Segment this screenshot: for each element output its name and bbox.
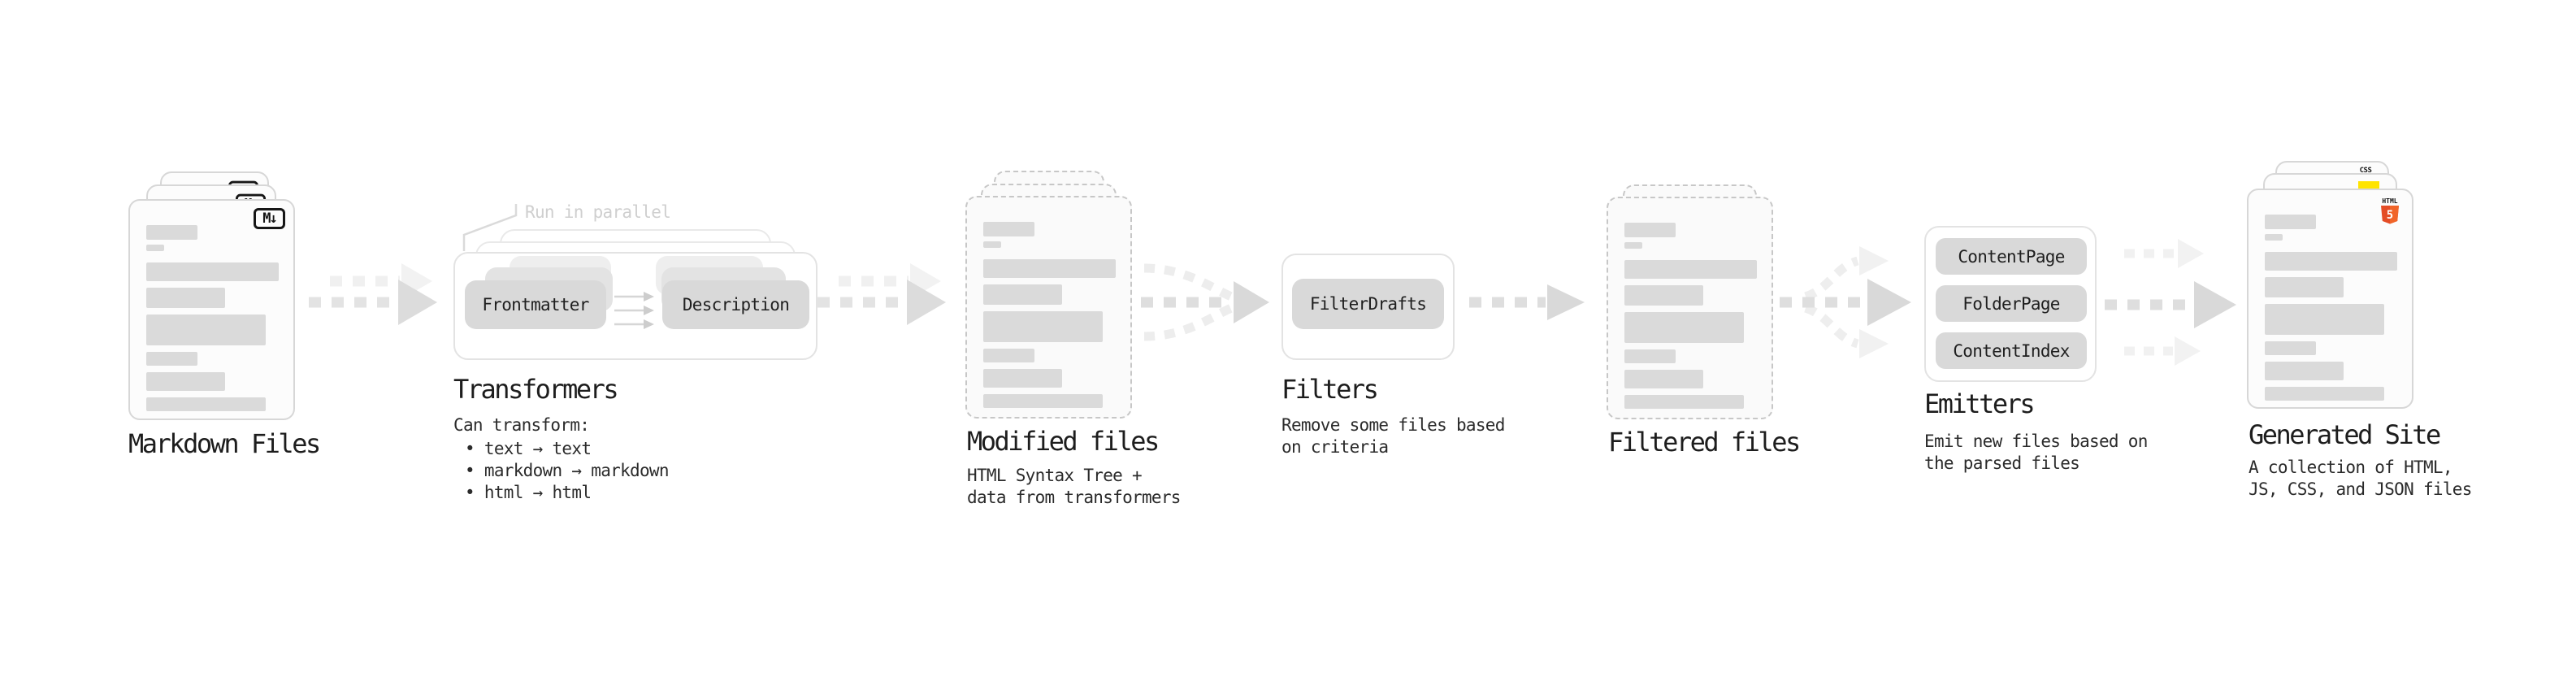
placeholder-text-bars bbox=[1624, 223, 1757, 409]
generated-site-node: CSS HTML 5 Generated Site A collection o… bbox=[2247, 161, 2472, 510]
modified-files-node: Modified files HTML Syntax Tree + data f… bbox=[965, 171, 1181, 512]
placeholder-text-bars bbox=[146, 225, 279, 411]
placeholder-bar bbox=[1624, 312, 1744, 343]
bullet-item: • text → text bbox=[465, 439, 592, 458]
placeholder-bar bbox=[2265, 252, 2397, 271]
placeholder-bar bbox=[146, 262, 279, 281]
placeholder-bar bbox=[983, 349, 1034, 362]
node-description: data from transformers bbox=[967, 488, 1181, 507]
placeholder-bar bbox=[146, 352, 197, 366]
document-card-front bbox=[1607, 197, 1773, 419]
node-description: Emit new files based on bbox=[1924, 432, 2148, 451]
placeholder-bar bbox=[146, 397, 266, 411]
arrow-modified-to-filters bbox=[1141, 263, 1269, 341]
run-in-parallel-note: Run in parallel bbox=[525, 202, 671, 222]
html5-icon: HTML 5 bbox=[2381, 197, 2399, 224]
svg-text:HTML: HTML bbox=[2382, 197, 2397, 205]
bullet-item: • html → html bbox=[465, 483, 592, 502]
placeholder-bar bbox=[983, 311, 1103, 342]
transformers-node: Run in parallel Frontmatter Description … bbox=[453, 201, 827, 510]
placeholder-bar bbox=[146, 288, 225, 308]
placeholder-text-bars bbox=[983, 222, 1116, 408]
node-description: JS, CSS, and JSON files bbox=[2249, 479, 2472, 499]
placeholder-bar bbox=[2265, 341, 2316, 355]
document-card-front bbox=[965, 196, 1132, 419]
node-description: Remove some files based bbox=[1281, 415, 1505, 435]
document-card-front-html: HTML 5 bbox=[2247, 189, 2413, 409]
placeholder-bar bbox=[1624, 285, 1703, 306]
placeholder-bar bbox=[2265, 362, 2344, 380]
filtered-files-node: Filtered files bbox=[1607, 184, 1802, 510]
placeholder-bar bbox=[983, 222, 1034, 236]
emitters-box: ContentPage FolderPage ContentIndex bbox=[1924, 226, 2097, 382]
placeholder-bar bbox=[1624, 349, 1676, 363]
emitter-pill-folderpage: FolderPage bbox=[1936, 285, 2087, 322]
svg-text:5: 5 bbox=[2387, 209, 2393, 222]
placeholder-bar bbox=[1624, 370, 1703, 388]
node-label: Markdown Files bbox=[128, 428, 321, 459]
node-description: HTML Syntax Tree + bbox=[967, 466, 1143, 485]
placeholder-bar bbox=[983, 394, 1103, 408]
markdown-files-node: M↓ M↓ M↓ Markdown Files bbox=[128, 171, 323, 513]
node-label: Modified files bbox=[967, 426, 1160, 457]
node-label: Emitters bbox=[1924, 388, 2036, 419]
placeholder-bar bbox=[2265, 387, 2384, 401]
node-description-title: Can transform: bbox=[453, 415, 590, 435]
emitter-pill-contentpage: ContentPage bbox=[1936, 238, 2087, 275]
filters-node: FilterDrafts Filters Remove some files b… bbox=[1281, 254, 1505, 481]
placeholder-bar bbox=[983, 284, 1062, 305]
arrow-filters-to-filtered bbox=[1469, 284, 1585, 320]
placeholder-bar bbox=[2265, 234, 2283, 241]
placeholder-bar bbox=[2265, 215, 2316, 229]
transformer-pill-frontmatter: Frontmatter bbox=[465, 280, 606, 329]
transformer-pill-description: Description bbox=[662, 280, 809, 329]
placeholder-bar bbox=[146, 372, 225, 391]
placeholder-bar bbox=[2265, 304, 2384, 335]
bullet-item: • markdown → markdown bbox=[465, 461, 670, 480]
node-label: Transformers bbox=[453, 374, 619, 405]
node-description: A collection of HTML, bbox=[2249, 458, 2453, 477]
placeholder-bar bbox=[983, 241, 1001, 248]
placeholder-bar bbox=[1624, 260, 1757, 279]
arrow-filtered-to-emitters bbox=[1780, 246, 1911, 358]
markdown-icon: M↓ bbox=[254, 208, 285, 229]
node-description: on criteria bbox=[1281, 437, 1389, 457]
arrow-transformers-to-modified bbox=[817, 263, 946, 325]
placeholder-bar bbox=[146, 225, 197, 240]
arrow-emitters-to-site bbox=[2105, 239, 2236, 366]
placeholder-bar bbox=[983, 369, 1062, 388]
parallel-transform-arrows bbox=[614, 292, 654, 329]
run-in-parallel-connector bbox=[462, 204, 518, 251]
placeholder-bar bbox=[1624, 223, 1676, 237]
arrow-markdown-to-transformers bbox=[309, 263, 437, 325]
filters-box: FilterDrafts bbox=[1281, 254, 1455, 360]
placeholder-bar bbox=[1624, 395, 1744, 409]
placeholder-bar bbox=[146, 314, 266, 345]
emitter-pill-contentindex: ContentIndex bbox=[1936, 332, 2087, 369]
transformers-box-front: Frontmatter Description bbox=[453, 252, 817, 360]
placeholder-text-bars bbox=[2265, 215, 2397, 401]
document-card-front: M↓ bbox=[128, 199, 295, 420]
node-label: Generated Site bbox=[2249, 419, 2441, 450]
emitters-node: ContentPage FolderPage ContentIndex Emit… bbox=[1924, 226, 2148, 486]
node-label: Filtered files bbox=[1608, 427, 1801, 458]
placeholder-bar bbox=[983, 259, 1116, 278]
placeholder-bar bbox=[2265, 277, 2344, 297]
node-label: Filters bbox=[1281, 374, 1379, 405]
filter-pill-filterdrafts: FilterDrafts bbox=[1292, 279, 1444, 329]
placeholder-bar bbox=[1624, 242, 1642, 249]
placeholder-bar bbox=[146, 245, 164, 251]
node-description: the parsed files bbox=[1924, 453, 2080, 473]
